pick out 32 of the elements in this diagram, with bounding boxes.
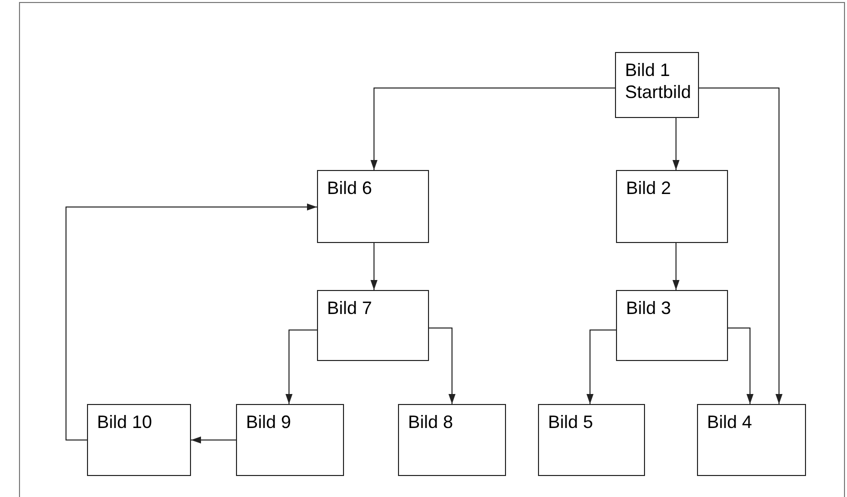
arrow: [672, 118, 680, 170]
screen-box: [236, 404, 344, 476]
arrow: [728, 328, 754, 404]
screen-box: [538, 404, 645, 476]
screen-box: [697, 404, 806, 476]
screen-box: [615, 52, 699, 118]
screen-box: [317, 290, 429, 361]
screen-title: Bild 9: [246, 411, 292, 433]
screen-title: Bild 4: [707, 411, 754, 433]
arrow: [370, 88, 616, 170]
screen-title: Bild 10: [97, 411, 154, 433]
screen-box: [616, 290, 728, 361]
arrow: [698, 88, 782, 404]
arrow: [190, 436, 236, 444]
screen-title: Bild 1: [625, 59, 672, 81]
arrow: [66, 204, 318, 440]
screen-title: Bild 8: [408, 411, 454, 433]
arrow: [672, 242, 680, 290]
arrow: [286, 330, 318, 404]
screen-description: Startbild: [625, 81, 692, 103]
screen-title: Bild 2: [626, 177, 672, 199]
arrow: [586, 330, 616, 404]
screen-title: Bild 7: [327, 297, 374, 319]
screen-box: [616, 170, 728, 243]
screen-title: Bild 3: [626, 297, 672, 319]
arrow: [370, 242, 378, 290]
screen-box: [317, 170, 429, 243]
arrow: [428, 328, 456, 404]
screen-box: [398, 404, 506, 476]
screen-title: Bild 5: [548, 411, 594, 433]
screen-box: [87, 404, 191, 476]
screen-title: Bild 6: [327, 177, 374, 199]
